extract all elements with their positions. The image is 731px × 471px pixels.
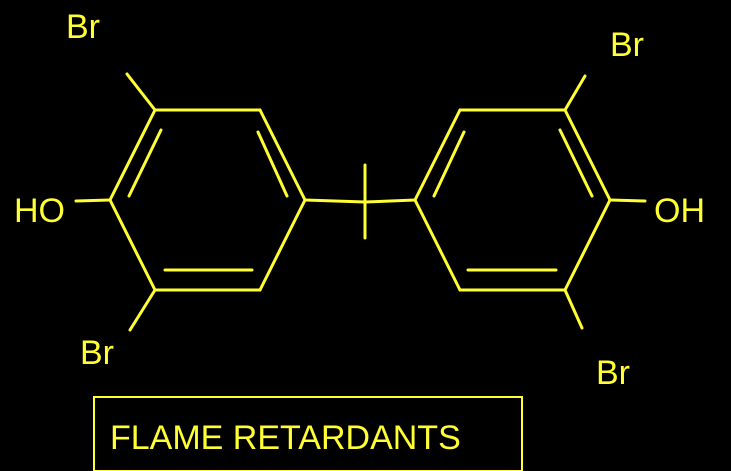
br-bottom-left-bond [128,288,157,332]
right-ring [413,108,612,292]
left-ring-double-bond-left [127,128,163,198]
caption-text: FLAME RETARDANTS [110,419,461,457]
right-ring-double-bond-left [432,130,466,198]
ho-left-bond [74,198,112,203]
left-ring-double-bond-right [256,130,289,198]
br-top-right-bond [563,74,587,112]
bridge-bond-right [363,198,417,204]
left-ring-bond-lower-left [108,198,157,292]
bridge-bond-left [303,198,367,204]
br-top-right-label: Br [610,26,644,64]
left-ring-bond-upper-right [258,108,307,202]
left-ring-bond-upper-left [108,108,157,202]
central-bridge [303,163,417,240]
caption-box [93,396,523,471]
br-bottom-right-bond [563,288,584,330]
right-ring-bond-lower-right [563,198,612,292]
substituent-bonds [74,72,647,332]
right-ring-bond-upper-left [413,108,462,202]
br-bottom-left-label: Br [80,334,114,372]
oh-right-bond [608,198,647,203]
right-ring-bond-lower-left [413,198,462,292]
right-ring-bond-upper-right [563,108,612,202]
left-ring [108,108,307,292]
br-bottom-right-label: Br [596,354,630,392]
br-top-left-label: Br [66,8,100,46]
left-ring-bond-lower-right [258,198,307,292]
ho-left-label: HO [14,192,65,230]
br-top-left-bond [125,72,157,112]
right-ring-double-bond-right [558,128,594,198]
oh-right-label: OH [654,192,705,230]
